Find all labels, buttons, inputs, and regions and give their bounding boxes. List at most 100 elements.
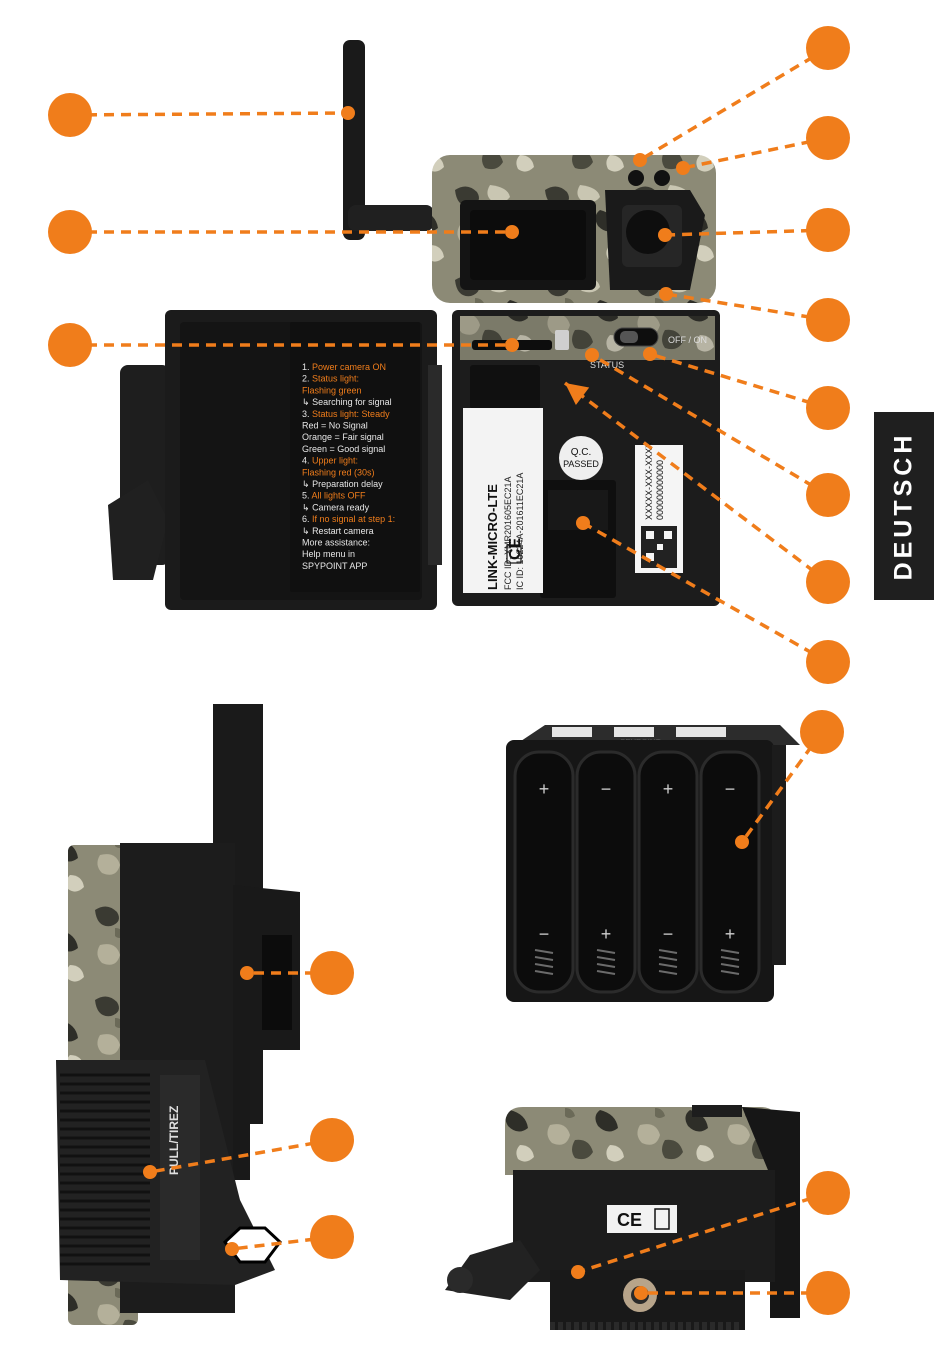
instruction-step: 6. If no signal at step 1: <box>302 514 395 524</box>
battery-slot <box>513 750 575 994</box>
callout-arrowhead <box>565 383 590 406</box>
instruction-list: 1. Power camera ON2. Status light:Flashi… <box>302 362 395 571</box>
instruction-step: Flashing green <box>302 385 362 395</box>
instruction-step: 3. Status light: Steady <box>302 409 390 419</box>
language-tab-label: DEUTSCH <box>889 431 918 581</box>
instruction-step: 2. Status light: <box>302 374 359 384</box>
instruction-step: ↳ Camera ready <box>302 502 370 512</box>
callout-leader <box>591 353 829 497</box>
instruction-step-number: ↳ <box>302 479 310 489</box>
callout-marker <box>48 210 92 254</box>
camera-front-open: 1. Power camera ON2. Status light:Flashi… <box>108 40 720 610</box>
callout-dot <box>225 1242 239 1256</box>
callout-leader <box>563 381 830 584</box>
serial-line2: 000000000000 <box>655 460 665 520</box>
instruction-step-text: All lights OFF <box>312 491 367 501</box>
instruction-step-text: Green = Good signal <box>302 444 385 454</box>
sd-card-slot[interactable] <box>555 330 569 350</box>
polarity-mark: + <box>663 779 674 799</box>
polarity-mark: − <box>601 779 612 799</box>
callout-dot <box>676 161 690 175</box>
led-left <box>628 170 644 186</box>
callout-marker <box>806 560 850 604</box>
callout-leader <box>665 292 829 322</box>
instruction-step: More assistance: <box>302 538 370 548</box>
ic-id: IC ID: 10224A-201611EC21A <box>515 473 525 590</box>
instruction-step-text: Red = No Signal <box>302 421 368 431</box>
callout-marker <box>806 386 850 430</box>
callout-dot <box>659 287 673 301</box>
callout-dot <box>571 1265 585 1279</box>
callout-dot <box>505 338 519 352</box>
callout-dot <box>341 106 355 120</box>
antenna <box>343 40 365 240</box>
battery-slot <box>575 750 637 994</box>
battery-slot <box>699 750 761 994</box>
instruction-step-text: Power camera ON <box>312 362 386 372</box>
callout-dot <box>240 966 254 980</box>
usb-port[interactable] <box>470 365 540 409</box>
battery-tray: SPYPOINT +−−++−−+ <box>506 725 800 1002</box>
polarity-mark: − <box>663 924 674 944</box>
callout-marker <box>310 1215 354 1259</box>
callout-dot <box>585 348 599 362</box>
instruction-step-text: Help menu in <box>302 549 355 559</box>
callout-dot <box>505 225 519 239</box>
instruction-step-text: Camera ready <box>312 502 370 512</box>
callout-leader <box>149 1138 333 1174</box>
instruction-step-number: 5. <box>302 491 310 501</box>
callout-marker <box>806 208 850 252</box>
callout-leader <box>69 111 349 117</box>
instruction-step: Flashing red (30s) <box>302 467 375 477</box>
instruction-step-text: If no signal at step 1: <box>312 514 395 524</box>
callout-marker <box>806 1171 850 1215</box>
bottom-ce-text: CE <box>617 1210 642 1230</box>
instruction-step-number: 3. <box>302 409 310 419</box>
instruction-step-text: Upper light: <box>312 456 358 466</box>
camera-side-view: PULL/TIREZ <box>56 704 300 1325</box>
callout-leader <box>639 46 829 162</box>
instruction-step-text: Orange = Fair signal <box>302 432 384 442</box>
polarity-mark: + <box>725 924 736 944</box>
model-label: LINK-MICRO-LTE FCC ID: XMR201605EC21A IC… <box>463 408 543 593</box>
instruction-step-number: 2. <box>302 374 310 384</box>
instruction-step-text: Flashing green <box>302 385 362 395</box>
instruction-step: Green = Good signal <box>302 444 385 454</box>
instruction-step: Help menu in <box>302 549 355 559</box>
callout-marker <box>800 710 844 754</box>
callouts <box>48 26 850 1315</box>
model-label-ce: CE <box>507 537 524 560</box>
qc-line1: Q.C. <box>571 447 592 458</box>
instruction-step-text: More assistance: <box>302 538 370 548</box>
callout-leader <box>740 730 824 844</box>
callout-marker <box>806 298 850 342</box>
serial-line1: XXXXX-XXX-XXXX <box>644 442 654 520</box>
fcc-id: FCC ID: XMR201605EC21A <box>503 476 513 590</box>
instruction-step-text: Flashing red (30s) <box>302 467 375 477</box>
bottom-ce-label: CE <box>607 1205 677 1233</box>
instruction-step-number: 6. <box>302 514 310 524</box>
callout-dot <box>643 347 657 361</box>
callout-dot <box>634 1286 648 1300</box>
instruction-step: SPYPOINT APP <box>302 561 367 571</box>
callout-dot <box>633 153 647 167</box>
callout-marker <box>806 473 850 517</box>
led-right <box>654 170 670 186</box>
instruction-step: Orange = Fair signal <box>302 432 384 442</box>
battery-slot <box>637 750 699 994</box>
callout-dot <box>576 516 590 530</box>
callout-leader <box>582 521 829 664</box>
polarity-mark: + <box>601 924 612 944</box>
callout-leader <box>649 352 829 410</box>
callout-marker <box>806 116 850 160</box>
callout-marker <box>310 1118 354 1162</box>
callout-marker <box>48 93 92 137</box>
callout-marker <box>806 640 850 684</box>
polarity-mark: − <box>539 924 550 944</box>
instruction-step: ↳ Searching for signal <box>302 397 392 407</box>
instruction-step-text: SPYPOINT APP <box>302 561 367 571</box>
side-bracket-slot <box>262 935 292 1030</box>
instruction-step: ↳ Preparation delay <box>302 479 383 489</box>
pull-label: PULL/TIREZ <box>167 1106 181 1175</box>
